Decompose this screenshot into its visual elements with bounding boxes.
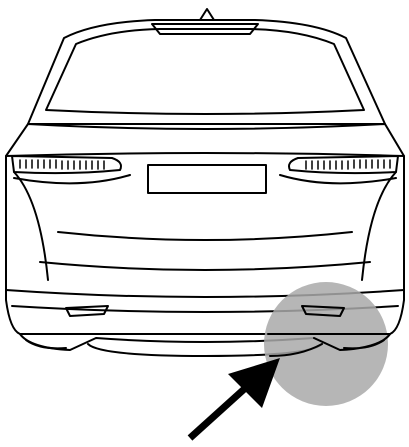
rear-window — [45, 28, 365, 115]
body-line-left — [13, 171, 49, 281]
roof-outline — [27, 19, 386, 125]
body-line-upper — [13, 174, 397, 185]
tail-light-right-detail — [305, 159, 391, 170]
pointer-arrow — [187, 358, 280, 441]
arrow-head — [228, 358, 280, 408]
arrow-shaft — [187, 379, 255, 441]
tail-light-left — [11, 155, 122, 175]
tailgate-crease — [57, 231, 353, 241]
exhaust-left — [25, 339, 67, 350]
antenna — [199, 8, 215, 21]
tailgate-upper — [5, 123, 405, 157]
tail-light-right — [288, 155, 399, 175]
body-outline — [5, 155, 405, 335]
tailgate-lower-edge — [39, 261, 371, 271]
license-plate — [147, 164, 267, 194]
highlight-bumper-detail — [267, 305, 391, 357]
tail-light-left-detail — [19, 159, 105, 170]
reflector-left — [65, 305, 109, 317]
third-brake-light — [151, 23, 259, 35]
body-line-right — [361, 171, 397, 281]
